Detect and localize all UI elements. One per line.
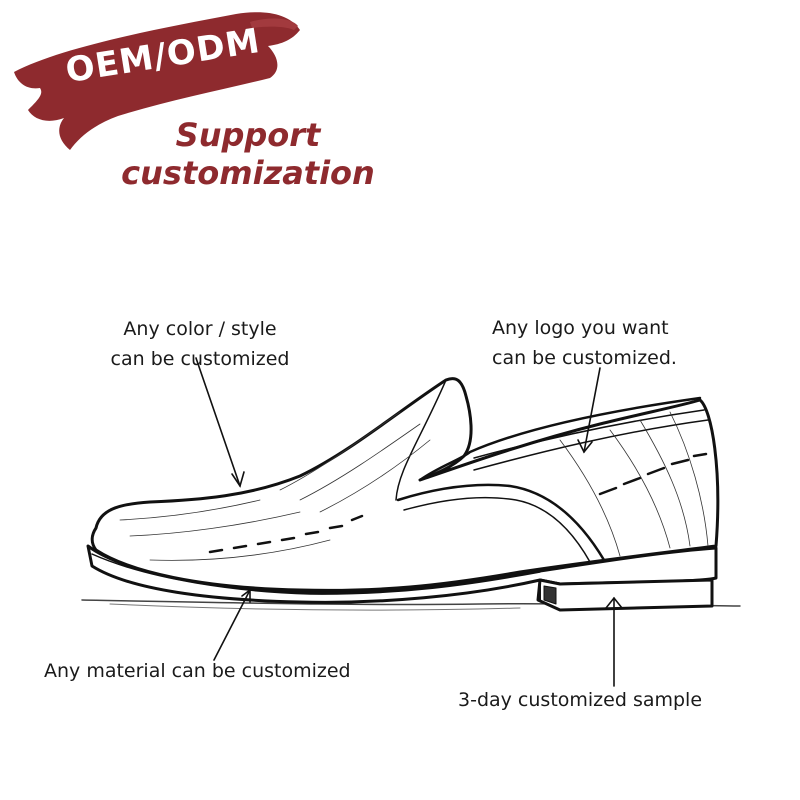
brush-splatter (250, 18, 298, 30)
callout-logo-line2: can be customized. (492, 347, 677, 369)
support-customization-headline: Support customization (108, 116, 388, 192)
callout-sample-text: 3-day customized sample (458, 689, 703, 711)
arrow-logo (583, 367, 601, 453)
pointer-arrows (195, 357, 623, 687)
callout-material-text: Any material can be customized (44, 660, 351, 682)
upper (90, 377, 720, 592)
vamp-seam (396, 483, 606, 562)
callout-material: Any material can be customized (44, 656, 404, 686)
callout-logo: Any logo you want can be customized. (492, 313, 712, 373)
brush-stroke-badge (14, 12, 300, 150)
arrow-color-style (195, 357, 241, 487)
headline-line2: customization (121, 154, 375, 192)
arrow-material (213, 589, 251, 661)
collar (418, 396, 702, 482)
heel (536, 578, 714, 612)
callout-logo-line1: Any logo you want (492, 317, 669, 339)
callout-color-style-line2: can be customized (110, 348, 290, 370)
callout-color-style: Any color / style can be customized (80, 314, 320, 374)
shoe-illustration (81, 377, 741, 612)
callout-color-style-line1: Any color / style (123, 318, 277, 340)
headline-line1: Support (175, 116, 321, 154)
stitch-toe (208, 514, 364, 554)
callout-sample: 3-day customized sample (458, 685, 758, 715)
stitch-heel (598, 452, 708, 496)
